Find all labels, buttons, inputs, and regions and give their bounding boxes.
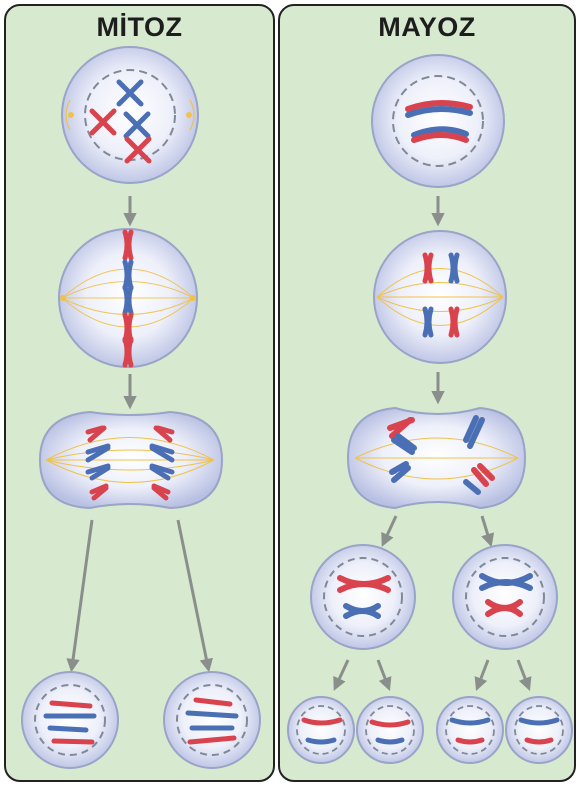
meiosis-final-cell-4 [506,697,572,763]
meiosis-prophase-cell [372,55,504,187]
meiosis-arrow-8 [518,660,528,686]
meiosis-final-cell-2 [357,697,423,763]
meiosis-final-cell-1 [288,697,354,763]
meiosis-arrow-5 [336,660,348,686]
mitosis-daughter-cell-left [22,672,118,768]
mitosis-arrow-3 [72,520,92,667]
mitosis-daughter-cell-right [164,672,260,768]
mitosis-arrow-4 [178,520,208,667]
meiosis-ii-cell-left [311,545,415,649]
meiosis-arrow-7 [478,660,488,686]
mitosis-metaphase-cell [59,229,197,367]
meiosis-metaphase-cell [374,231,506,363]
meiosis-final-cell-3 [437,697,503,763]
meiosis-anaphase-cell [348,408,525,508]
mitosis-anaphase-cell [40,412,222,508]
mitosis-prophase-cell [62,47,198,183]
meiosis-ii-cell-right [453,545,557,649]
meiosis-arrow-6 [378,660,388,686]
meiosis-arrow-3 [384,516,396,542]
meiosis-arrow-4 [482,516,490,542]
